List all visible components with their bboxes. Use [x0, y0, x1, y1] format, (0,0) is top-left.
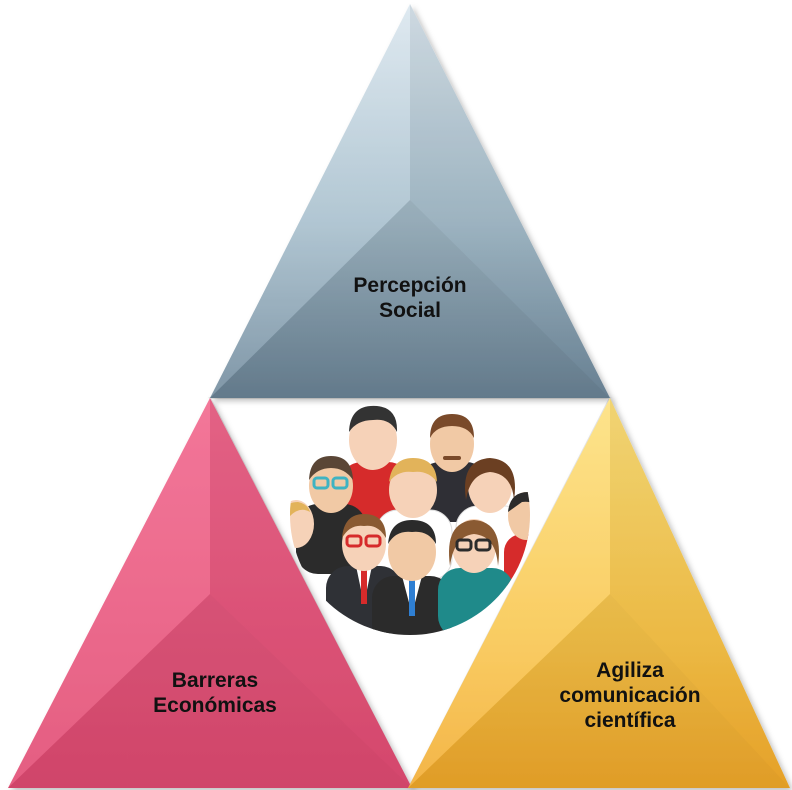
- right-label-line-1: Agiliza: [596, 659, 664, 682]
- top-label-line-1: Percepción: [353, 274, 467, 297]
- left-label-line-2: Económicas: [153, 694, 277, 717]
- right-triangle: [408, 398, 790, 788]
- person-edge-left: [290, 500, 314, 548]
- top-label-line-2: Social: [379, 299, 441, 322]
- left-triangle: [8, 398, 412, 788]
- right-triangle-label: Agiliza comunicación científica: [530, 658, 730, 733]
- left-triangle-label: Barreras Económicas: [135, 668, 295, 718]
- right-label-line-3: científica: [584, 709, 676, 732]
- top-triangle-label: Percepción Social: [320, 273, 500, 323]
- person-front-2: [372, 520, 452, 635]
- right-label-line-2: comunicación: [559, 684, 701, 707]
- left-label-line-1: Barreras: [171, 669, 259, 692]
- top-triangle: [210, 4, 610, 398]
